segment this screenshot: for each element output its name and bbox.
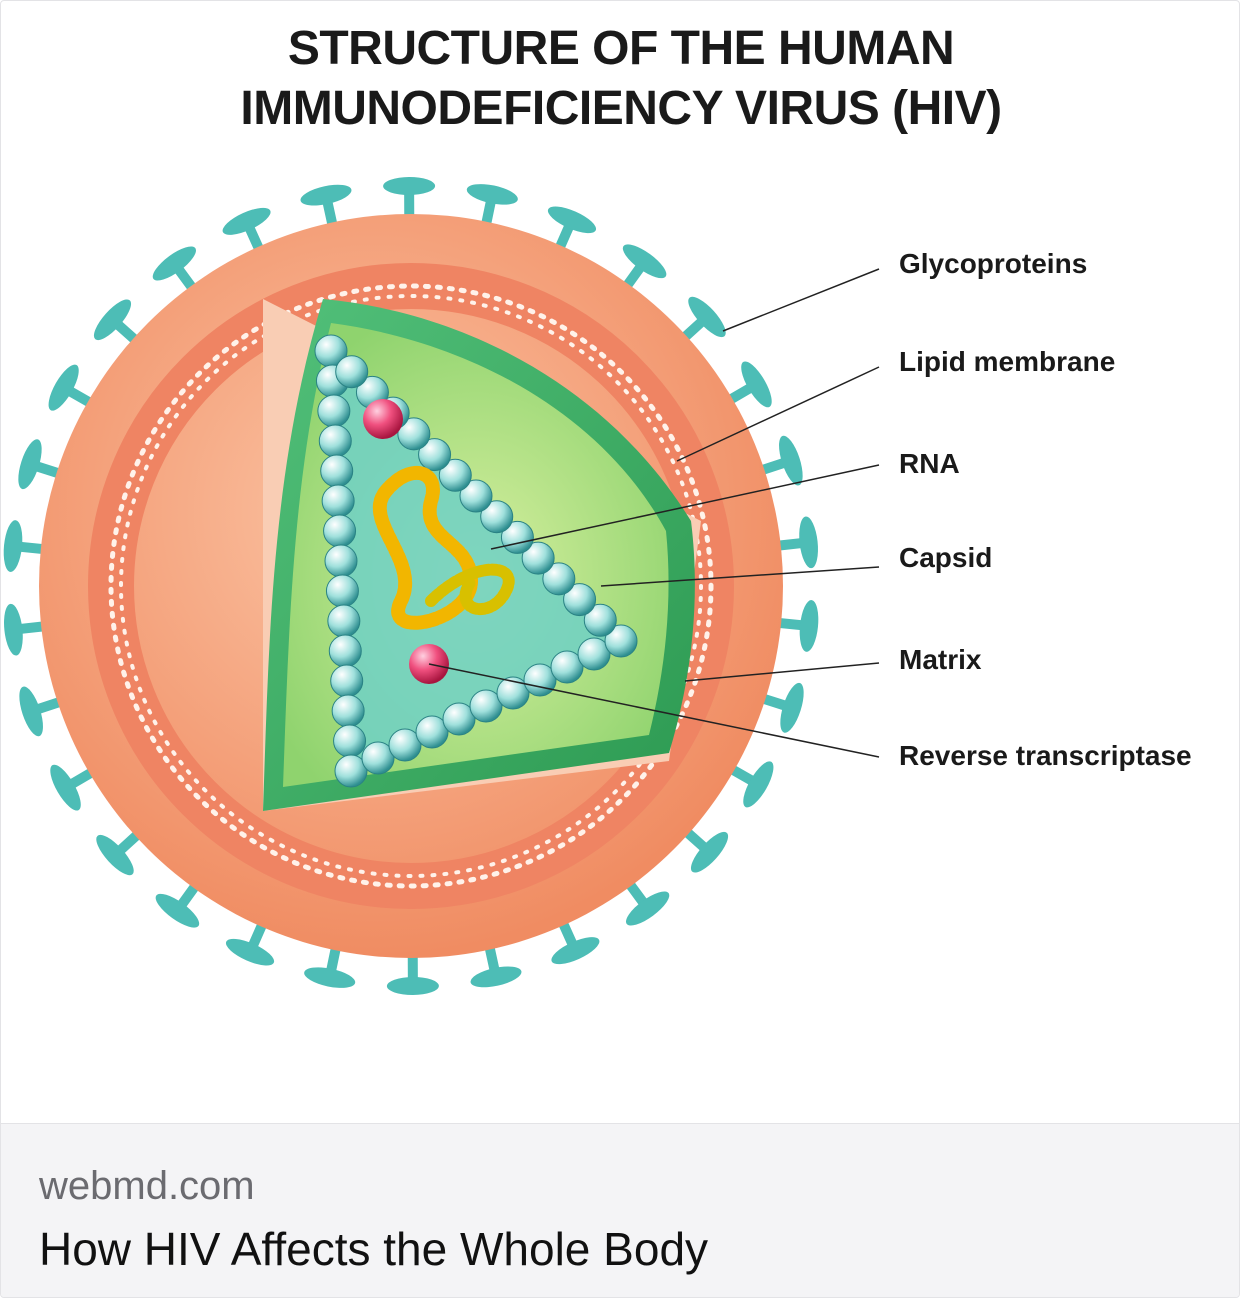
capsid-bead [333, 724, 367, 758]
capsid-bead [331, 694, 365, 728]
reverse-transcriptase-molecule-1 [363, 399, 403, 439]
capsid-bead [469, 689, 503, 723]
capsid-bead [320, 454, 354, 488]
capsid-bead [521, 541, 555, 575]
label-capsid: Capsid [899, 542, 992, 573]
capsid-bead [583, 603, 617, 637]
capsid-bead [604, 624, 638, 658]
article-headline[interactable]: How HIV Affects the Whole Body [39, 1223, 709, 1275]
capsid-bead [330, 664, 364, 698]
capsid-bead [397, 417, 431, 451]
capsid-bead [418, 438, 452, 472]
capsid-bead [442, 702, 476, 736]
capsid-bead [496, 676, 530, 710]
capsid-bead [334, 754, 368, 788]
capsid-bead [577, 637, 611, 671]
label-matrix: Matrix [899, 644, 982, 675]
capsid-bead [328, 634, 362, 668]
diagram-title: STRUCTURE OF THE HUMAN IMMUNODEFICIENCY … [1, 19, 1239, 139]
capsid-bead [542, 562, 576, 596]
capsid-bead [388, 728, 422, 762]
capsid-bead [323, 514, 357, 548]
hiv-virus-diagram: Glycoproteins Lipid membrane RNA Capsid … [3, 177, 1192, 995]
leader-lines [428, 268, 880, 758]
capsid-bead [563, 583, 597, 617]
capsid-beads [314, 334, 638, 788]
diagram-figure: STRUCTURE OF THE HUMAN IMMUNODEFICIENCY … [1, 1, 1239, 1123]
capsid-bead [480, 500, 514, 534]
diagram-labels: Glycoproteins Lipid membrane RNA Capsid … [899, 248, 1192, 771]
label-rna: RNA [899, 448, 960, 479]
capsid-bead [318, 424, 352, 458]
capsid-bead [325, 574, 359, 608]
capsid-bead [317, 394, 351, 428]
rna-strands [372, 466, 515, 630]
capsid-bead [415, 715, 449, 749]
label-glycoproteins: Glycoproteins [899, 248, 1087, 279]
source-domain: webmd.com [39, 1164, 255, 1208]
capsid-bead [327, 604, 361, 638]
label-reverse-transcriptase: Reverse transcriptase [899, 740, 1192, 771]
lipid-membrane-dots [108, 283, 714, 889]
capsid-bead [324, 544, 358, 578]
capsid-bead [438, 458, 472, 492]
title-line-2: IMMUNODEFICIENCY VIRUS (HIV) [240, 82, 1002, 135]
label-lipid-membrane: Lipid membrane [899, 346, 1115, 377]
capsid-bead [335, 355, 369, 389]
capsid-bead [550, 650, 584, 684]
capsid-bead [361, 741, 395, 775]
title-line-1: STRUCTURE OF THE HUMAN [287, 22, 955, 75]
capsid-bead [459, 479, 493, 513]
link-preview-footer[interactable]: webmd.com How HIV Affects the Whole Body [1, 1123, 1239, 1297]
capsid-bead [321, 484, 355, 518]
